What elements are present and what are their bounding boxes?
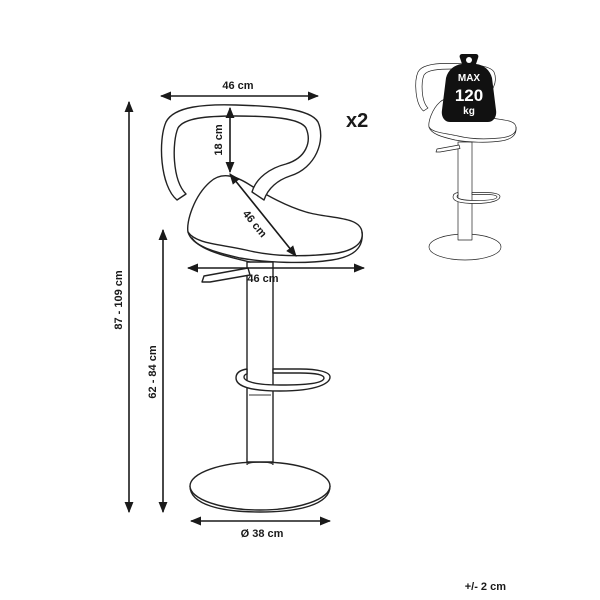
dimension-back-width: 46 cm <box>159 80 320 101</box>
weight-icon <box>441 54 497 122</box>
dimension-seat-width: 46 cm <box>186 263 366 285</box>
main-stool-drawing <box>160 104 363 513</box>
dimension-total-height: 87 - 109 cm <box>113 100 134 514</box>
stool-base <box>189 458 331 513</box>
dimension-seat-height: 62 - 84 cm <box>147 228 168 514</box>
quantity-label: x2 <box>346 110 368 132</box>
tolerance-note: +/- 2 cm <box>465 581 506 593</box>
max-load-unit: kg <box>463 106 475 117</box>
stool-column <box>246 261 274 463</box>
seat-height-label: 62 - 84 cm <box>147 345 159 398</box>
dimension-base-diameter: Ø 38 cm <box>189 516 332 540</box>
max-load-badge: MAX 120 kg <box>441 54 497 122</box>
max-label: MAX <box>458 73 481 84</box>
total-height-label: 87 - 109 cm <box>113 270 125 330</box>
stool-footrest <box>235 368 331 392</box>
dimension-back-height: 18 cm <box>213 106 235 174</box>
back-width-label: 46 cm <box>222 80 253 92</box>
max-load-value: 120 <box>455 86 483 105</box>
stool-seat <box>187 175 363 264</box>
base-diameter-label: Ø 38 cm <box>241 528 284 540</box>
back-height-label: 18 cm <box>213 124 225 155</box>
seat-width-label: 46 cm <box>247 273 278 285</box>
stool-height-lever <box>201 267 251 283</box>
